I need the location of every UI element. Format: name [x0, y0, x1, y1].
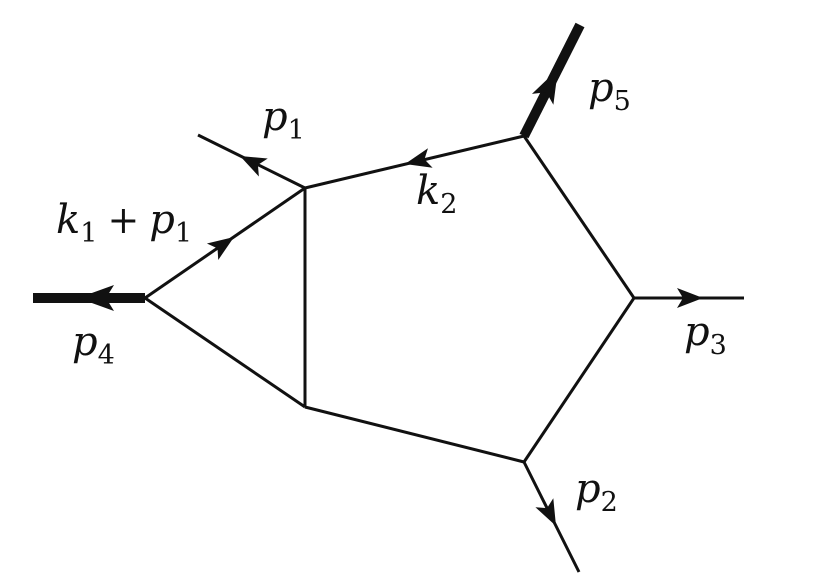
- propagator-b-v2: [304, 405, 525, 464]
- arrow-k1p1-icon: [206, 237, 234, 260]
- propagator-v4-b: [144, 296, 306, 409]
- label-p4: p4: [72, 319, 115, 371]
- label-k2: k2: [416, 168, 457, 220]
- arrow-p1-icon: [240, 156, 268, 177]
- arrow-k2-icon: [405, 148, 433, 168]
- propagator-v3-v2: [522, 297, 636, 463]
- label-p5: p5: [588, 65, 631, 117]
- label-p2: p2: [575, 466, 618, 518]
- arrow-p4-icon: [78, 285, 114, 311]
- propagator-v5-v3: [522, 135, 636, 299]
- label-p1: p1: [262, 94, 305, 146]
- label-k1-plus-p1: k1+p1: [56, 197, 192, 249]
- arrow-p2-icon: [535, 498, 556, 526]
- label-p3: p3: [684, 309, 727, 361]
- arrow-p3-icon: [677, 288, 703, 308]
- arrow-p5-icon: [531, 69, 558, 105]
